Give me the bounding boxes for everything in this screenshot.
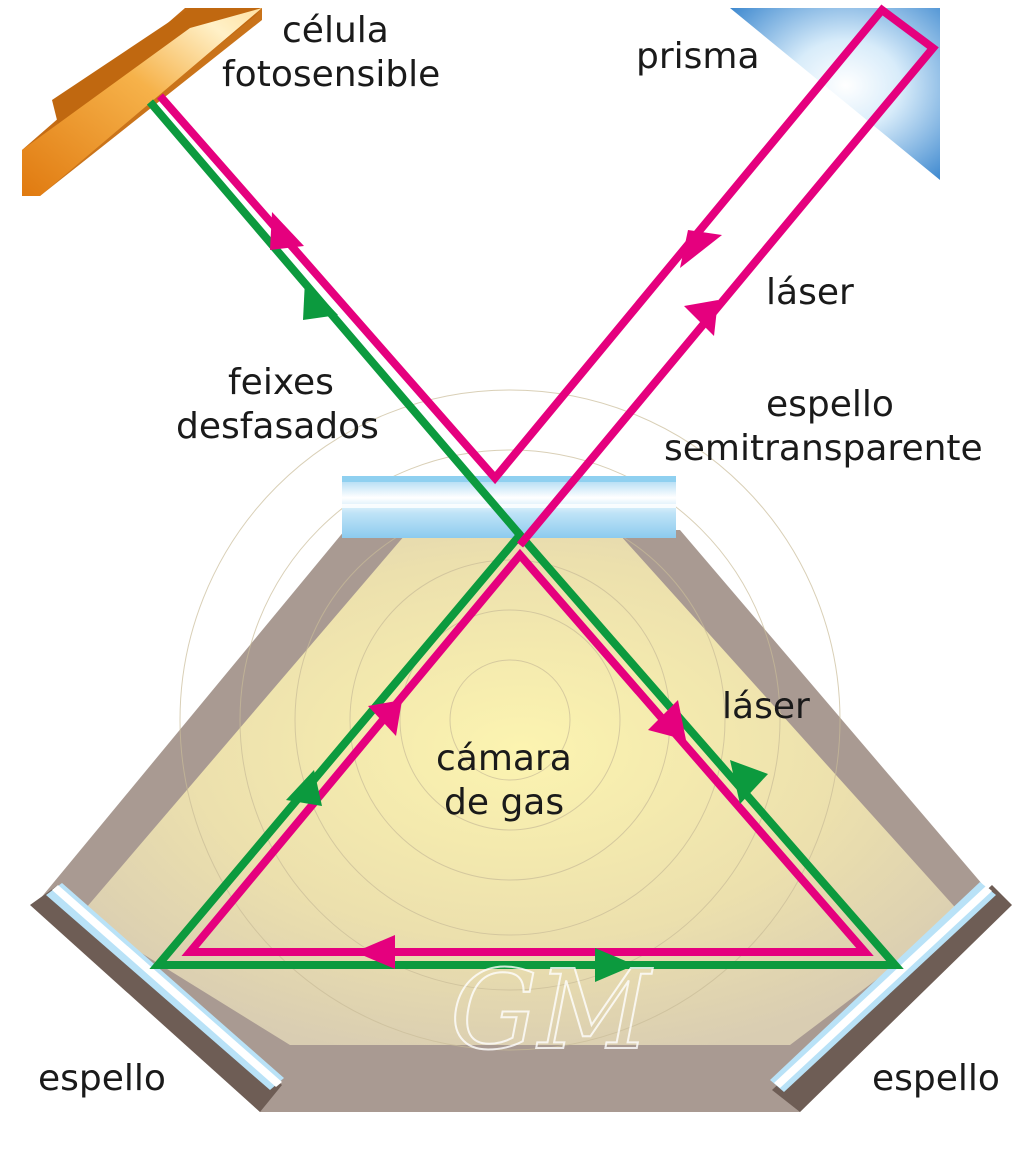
label-beams-line2: desfasados xyxy=(176,406,379,447)
label-chamber-line2: de gas xyxy=(444,782,564,823)
beam-magenta xyxy=(156,4,939,956)
photocell xyxy=(22,8,262,196)
label-photocell-line1: célula xyxy=(282,10,389,51)
label-semi-mirror-line2: semitransparente xyxy=(664,428,983,469)
label-prism: prisma xyxy=(636,36,760,77)
arrow-magenta-left-up xyxy=(368,700,402,736)
watermark-monogram: GM xyxy=(450,946,653,1074)
mirror-right xyxy=(770,882,1012,1112)
mirror-left-back xyxy=(30,885,282,1112)
label-laser-upper: láser xyxy=(766,272,854,313)
arrow-green-right-up xyxy=(730,760,768,804)
arrow-magenta-up-left xyxy=(270,212,304,250)
mirror-left xyxy=(30,883,284,1112)
label-mirror-right: espello xyxy=(872,1058,1000,1099)
mirror-right-back xyxy=(772,885,1012,1112)
arrow-green-left-down xyxy=(286,770,322,806)
arrows xyxy=(270,212,768,982)
arrow-magenta-right-down xyxy=(648,700,686,740)
label-beams-line1: feixes xyxy=(228,362,334,403)
beam-magenta-loop xyxy=(181,548,874,956)
arrow-magenta-bottom-left xyxy=(355,935,395,969)
beam-green-output xyxy=(146,99,524,538)
arrow-magenta-down-left xyxy=(680,230,722,268)
beam-green xyxy=(146,99,904,969)
label-photocell-line2: fotosensible xyxy=(222,54,440,95)
prism-shape xyxy=(730,8,940,180)
beam-magenta-path xyxy=(156,4,939,548)
chamber-ripples xyxy=(179,389,841,1051)
arrow-magenta-up-right xyxy=(684,300,718,336)
chamber-interior xyxy=(80,535,962,1045)
label-laser-lower: láser xyxy=(722,686,810,727)
semitransparent-mirror xyxy=(342,476,676,538)
label-chamber-line1: cámara xyxy=(436,738,572,779)
beam-green-loop xyxy=(149,528,904,969)
arrow-green-bottom-right xyxy=(595,948,635,982)
label-mirror-left: espello xyxy=(38,1058,166,1099)
photocell-face xyxy=(22,8,262,196)
arrow-green-up-left xyxy=(303,280,338,320)
prism xyxy=(730,8,940,180)
label-semi-mirror-line1: espello xyxy=(766,384,894,425)
